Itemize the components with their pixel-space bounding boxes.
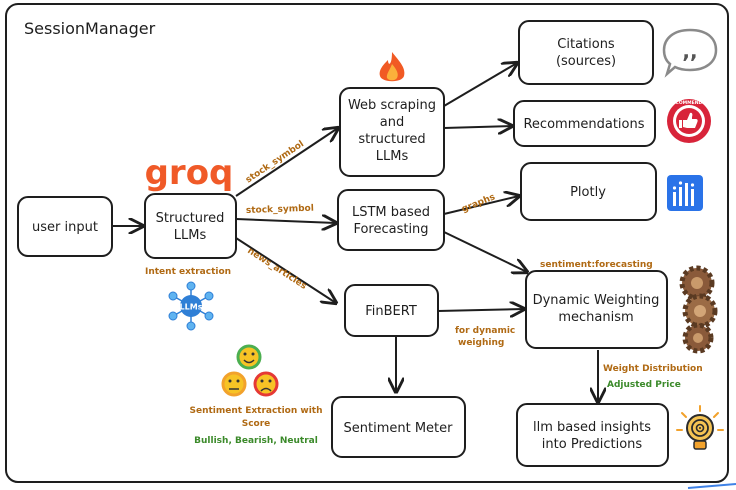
arrow-webscraping-to-citations [443, 63, 517, 107]
edge-label-sentiment-forecasting: sentiment:forecasting [540, 260, 653, 270]
node-plotly[interactable]: Plotly [520, 162, 657, 221]
node-citations[interactable]: Citations (sources) [518, 20, 654, 85]
node-label-line-4: LLMs [376, 149, 409, 164]
sentiment-extraction-note-line-2: Score [242, 419, 271, 429]
svg-text:LLMs: LLMs [180, 303, 203, 312]
lightbulb-icon [676, 405, 724, 450]
node-label-line-1: llm based insights [533, 420, 651, 435]
node-label: FinBERT [365, 304, 417, 319]
node-sentiment-meter[interactable]: Sentiment Meter [331, 396, 466, 458]
llm-network-icon: LLMs [168, 281, 214, 331]
selection-edge-fragment [687, 483, 736, 489]
arrow-lstm-to-weighting [443, 231, 527, 272]
gears-icon [679, 265, 718, 354]
edge-label-weight-distribution: Weight Distribution [603, 364, 703, 374]
edge-label-dynamic-weighing-line-2: weighing [458, 338, 504, 348]
node-user-input[interactable]: user input [17, 196, 113, 257]
arrow-llms-to-lstm [235, 219, 336, 223]
arrow-llms-to-finbert [235, 237, 336, 303]
plotly-logo-icon [667, 175, 703, 211]
node-label-line-3: structured [358, 132, 425, 147]
recommended-badge-icon: RECOMMENDED [667, 99, 711, 143]
node-lstm-forecasting[interactable]: LSTM based Forecasting [337, 189, 445, 251]
arrow-lstm-to-plotly [443, 196, 519, 215]
node-label-line-1: Web scraping [348, 98, 436, 113]
container-title: SessionManager [24, 19, 156, 38]
node-label: user input [32, 220, 98, 235]
node-recommendations[interactable]: Recommendations [513, 100, 656, 147]
fire-icon [379, 52, 405, 82]
sentiment-extraction-note-line-1: Sentiment Extraction with [189, 406, 322, 416]
svg-text:,,: ,, [682, 39, 697, 63]
arrow-llms-to-webscraping [235, 128, 338, 197]
edge-label-dynamic-weighing-line-1: for dynamic [455, 326, 515, 336]
connectors [112, 63, 598, 402]
node-label: Sentiment Meter [344, 421, 454, 436]
intent-extraction-note: Intent extraction [145, 267, 231, 277]
node-label-line-2: (sources) [556, 54, 616, 69]
node-structured-llms[interactable]: Structured LLMs [144, 193, 237, 259]
edge-label-stock-symbol-middle: stock_symbol [246, 204, 314, 216]
arrow-webscraping-to-recommendations [443, 126, 512, 128]
node-dynamic-weighting[interactable]: Dynamic Weighting mechanism [525, 270, 668, 349]
sentiment-classes-note: Bullish, Bearish, Neutral [194, 436, 318, 446]
node-label-line-1: LSTM based [352, 205, 430, 220]
node-label-line-2: and [380, 115, 404, 130]
node-llm-insights[interactable]: llm based insights into Predictions [516, 403, 669, 467]
node-label-line-1: Dynamic Weighting [533, 293, 660, 308]
node-label: Plotly [570, 185, 606, 200]
node-label-line-1: Citations [557, 37, 615, 52]
groq-logo: groq [145, 153, 234, 193]
node-label-line-2: into Predictions [542, 437, 643, 452]
sentiment-faces-icon [221, 344, 279, 397]
node-label: Recommendations [523, 117, 644, 132]
svg-text:RECOMMENDED: RECOMMENDED [669, 100, 709, 106]
node-label-line-2: mechanism [558, 310, 633, 325]
node-label-line-2: Forecasting [353, 222, 428, 237]
quote-bubble-icon: ,, [662, 28, 718, 78]
node-finbert[interactable]: FinBERT [344, 284, 439, 337]
edge-label-adjusted-price: Adjusted Price [607, 380, 681, 390]
arrow-finbert-to-weighting [437, 309, 524, 311]
node-label-line-2: LLMs [174, 228, 207, 243]
node-web-scraping[interactable]: Web scraping and structured LLMs [339, 87, 445, 177]
node-label-line-1: Structured [156, 211, 225, 226]
